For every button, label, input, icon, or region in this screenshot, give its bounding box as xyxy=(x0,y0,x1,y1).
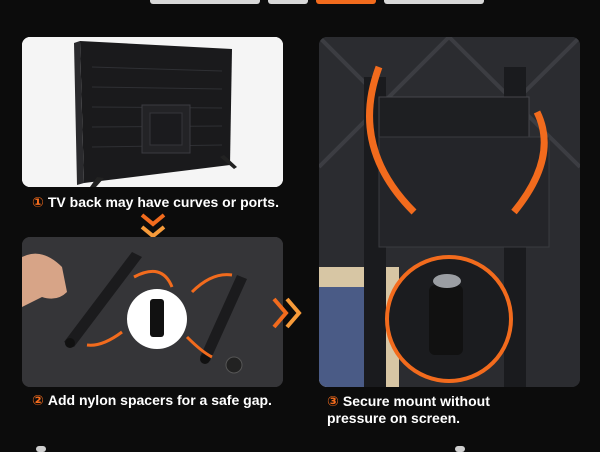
secured-mount-photo xyxy=(319,37,580,387)
chevron-right-icon xyxy=(272,297,302,329)
step-2-text: Add nylon spacers for a safe gap. xyxy=(47,392,272,408)
top-title-cropped xyxy=(0,0,600,12)
step-3-number: ③ xyxy=(327,393,339,409)
nylon-spacer-install-photo xyxy=(22,237,283,387)
step-1-text: TV back may have curves or ports. xyxy=(47,194,279,210)
chevron-down-icon xyxy=(140,213,166,239)
step-3-text-line2: pressure on screen. xyxy=(327,410,461,426)
step-3-text-line1: Secure mount without xyxy=(342,393,490,409)
step-1-number: ① xyxy=(32,194,44,210)
step-2-number: ② xyxy=(32,392,44,408)
tv-back-photo xyxy=(22,37,283,187)
